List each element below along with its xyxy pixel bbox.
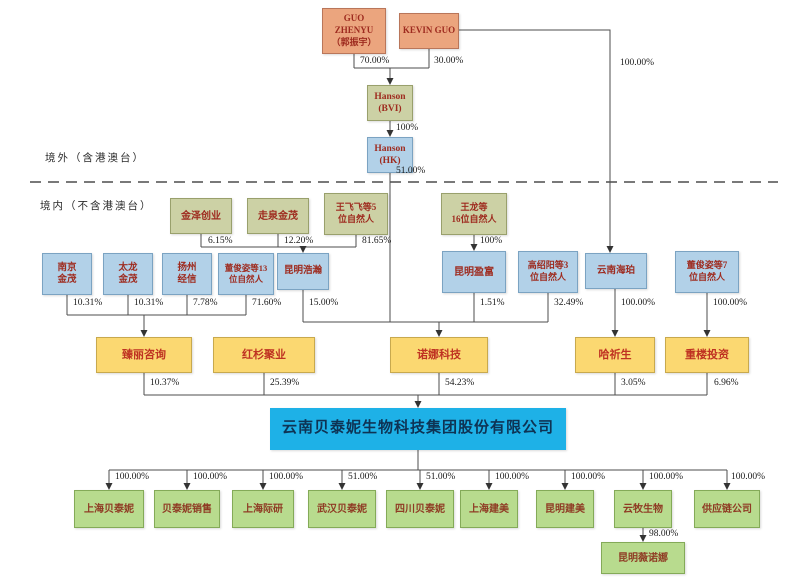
pct-main-to-yunmu: 100.00% — [649, 472, 684, 482]
node-yangzhou-jingxin: 扬州 经信 — [162, 253, 212, 295]
node-kunming-winona: 昆明薇诺娜 — [601, 542, 685, 574]
pct-nuona-to-main: 54.23% — [445, 378, 475, 388]
region-label-onshore: 境内（不含港澳台） — [40, 201, 153, 212]
pct-nanjing-to-zhenli: 10.31% — [73, 298, 103, 308]
pct-main-to-wuhan-betaini: 51.00% — [348, 472, 378, 482]
node-kevin-guo: KEVIN GUO — [399, 13, 459, 49]
node-yunnan-haipo: 云南海珀 — [585, 253, 647, 289]
pct-tailong-to-zhenli: 10.31% — [134, 298, 164, 308]
pct-bvi-to-hk: 100% — [396, 123, 419, 133]
pct-wanglong-to-yingfu: 100% — [480, 236, 503, 246]
node-gao-shaoyang-3: 高绍阳等3 位自然人 — [518, 251, 578, 293]
pct-main-to-betaini-sales: 100.00% — [193, 472, 228, 482]
node-guo-zhenyu: GUO ZHENYU （郭振宇） — [322, 8, 386, 54]
node-nuona-keji: 诺娜科技 — [390, 337, 488, 373]
node-main-company: 云南贝泰妮生物科技集团股份有限公司 — [270, 408, 566, 450]
node-wuhan-betaini: 武汉贝泰妮 — [308, 490, 376, 528]
node-haqisheng: 哈祈生 — [575, 337, 655, 373]
pct-wangfeifei-to-haohan: 81.65% — [362, 236, 392, 246]
node-nanjing-jinmao: 南京 金茂 — [42, 253, 92, 295]
node-hanson-bvi: Hanson (BVI) — [367, 85, 413, 121]
node-wang-feifei-5: 王飞飞等5 位自然人 — [324, 193, 388, 235]
pct-guo-zhenyu-to-bvi: 70.00% — [360, 56, 390, 66]
pct-haohan-to-nuona: 15.00% — [309, 298, 339, 308]
node-tailong-jinmao: 太龙 金茂 — [103, 253, 153, 295]
pct-hongshan-to-main: 25.39% — [270, 378, 300, 388]
pct-haqisheng-to-main: 3.05% — [621, 378, 646, 388]
node-supply-chain: 供应链公司 — [694, 490, 760, 528]
node-kunming-yingfu: 昆明盈富 — [442, 251, 506, 293]
pct-zouquan-to-haohan: 12.20% — [284, 236, 314, 246]
node-sichuan-betaini: 四川贝泰妮 — [386, 490, 454, 528]
pct-kevin-guo-to-haipo: 100.00% — [620, 58, 655, 68]
node-zouquan-jinmao: 走泉金茂 — [247, 198, 309, 234]
pct-main-to-supply-chain: 100.00% — [731, 472, 766, 482]
node-shanghai-betaini: 上海贝泰妮 — [74, 490, 144, 528]
node-kunming-jianmei: 昆明建美 — [536, 490, 594, 528]
pct-main-to-shanghai-jianmei: 100.00% — [495, 472, 530, 482]
pct-main-to-shanghai-jiyan: 100.00% — [269, 472, 304, 482]
pct-main-to-kunming-jianmei: 100.00% — [571, 472, 606, 482]
pct-chonglou-to-main: 6.96% — [714, 378, 739, 388]
node-dong-junzi-13: 董俊姿等13 位自然人 — [218, 253, 274, 295]
pct-kevin-guo-to-bvi: 30.00% — [434, 56, 464, 66]
pct-haipo-to-haqisheng: 100.00% — [621, 298, 656, 308]
node-chonglou-touzi: 重楼投资 — [665, 337, 749, 373]
node-hanson-hk: Hanson (HK) — [367, 137, 413, 173]
node-kunming-haohan: 昆明浩瀚 — [277, 253, 329, 290]
node-dong-junzi-7: 董俊姿等7 位自然人 — [675, 251, 739, 293]
node-zhenli-zixun: 臻丽咨询 — [96, 337, 192, 373]
pct-yunmu-to-winona: 98.00% — [649, 529, 679, 539]
pct-main-to-shanghai-betaini: 100.00% — [115, 472, 150, 482]
node-shanghai-jiyan: 上海际研 — [232, 490, 294, 528]
pct-yangzhou-to-zhenli: 7.78% — [193, 298, 218, 308]
pct-dong13-to-zhenli: 71.60% — [252, 298, 282, 308]
pct-jinze-to-haohan: 6.15% — [208, 236, 233, 246]
pct-yingfu-to-nuona: 1.51% — [480, 298, 505, 308]
node-hongshan-juye: 红杉聚业 — [213, 337, 315, 373]
pct-dong7-to-chonglou: 100.00% — [713, 298, 748, 308]
pct-hk-to-nuona: 51.00% — [396, 166, 426, 176]
node-wang-long-16: 王龙等 16位自然人 — [441, 193, 507, 235]
node-betaini-sales: 贝泰妮销售 — [154, 490, 220, 528]
node-jinze-chuangye: 金泽创业 — [170, 198, 232, 234]
pct-gaoshaoyang-to-nuona: 32.49% — [554, 298, 584, 308]
pct-zhenli-to-main: 10.37% — [150, 378, 180, 388]
arrowheads — [105, 78, 731, 542]
node-shanghai-jianmei: 上海建美 — [460, 490, 518, 528]
region-label-offshore: 境外（含港澳台） — [45, 153, 145, 164]
pct-main-to-sichuan-betaini: 51.00% — [426, 472, 456, 482]
node-yunmu-shengwu: 云牧生物 — [614, 490, 672, 528]
